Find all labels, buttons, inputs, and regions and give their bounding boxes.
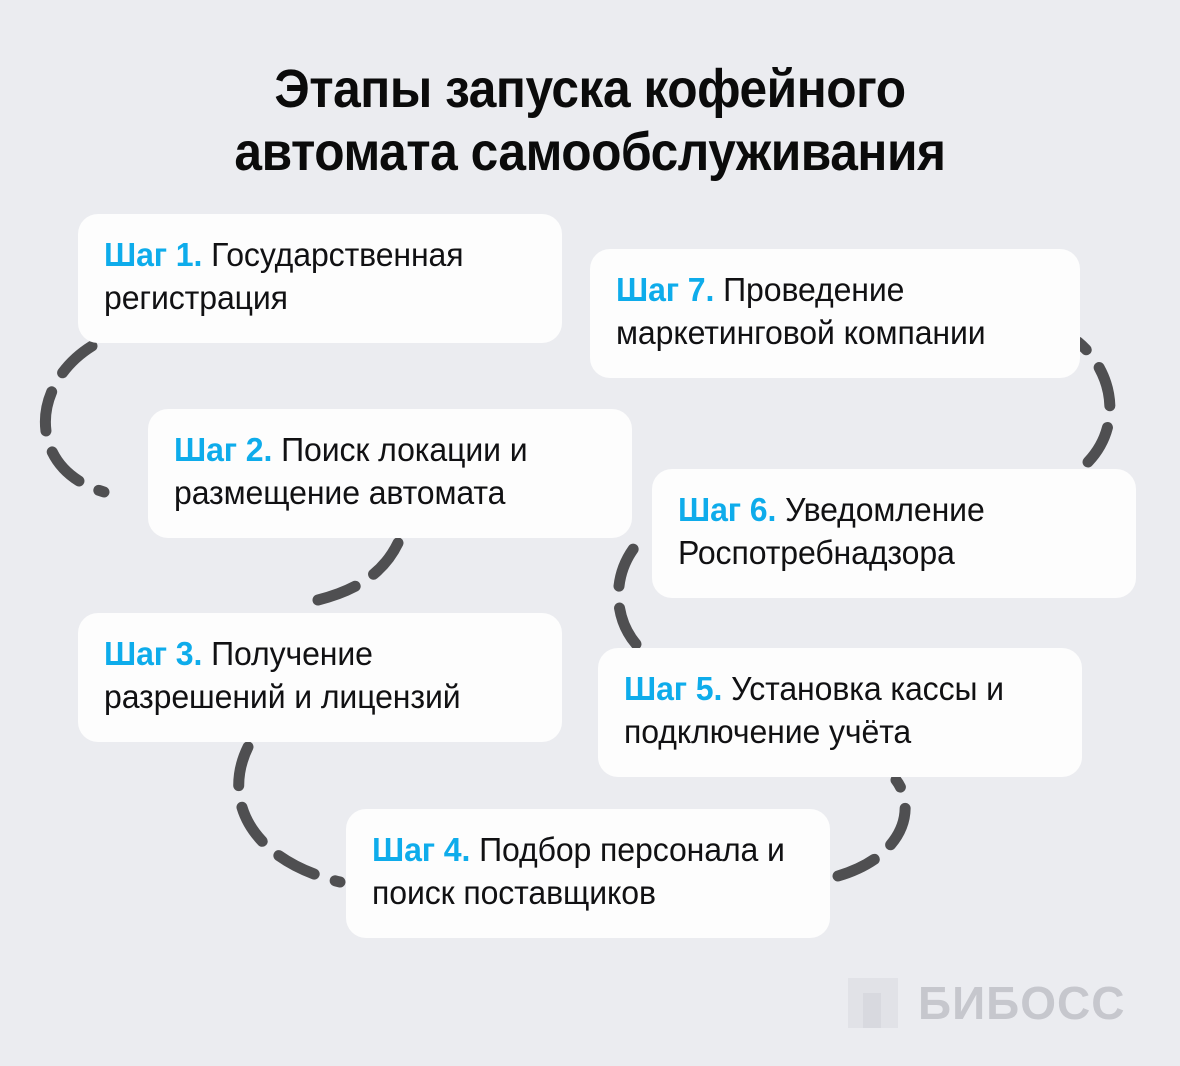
step-card-5[interactable]: Шаг 5. Установка кассы и подключение учё… <box>598 648 1082 777</box>
step-card-6-body: Уведомление Роспотребнадзора <box>678 490 985 571</box>
step-card-5-body: Установка кассы и подключение учёта <box>624 669 1004 750</box>
step-card-4-label: Шаг 4. <box>372 830 471 868</box>
step-card-3-body: Получение разрешений и лицензий <box>104 634 461 715</box>
step-card-1[interactable]: Шаг 1. Государственная регистрация <box>78 214 562 343</box>
brand-logo-text: БИБОСС <box>918 977 1126 1029</box>
step-card-1-label: Шаг 1. <box>104 235 203 273</box>
step-card-4-text: Шаг 4. Подбор персонала и поиск поставщи… <box>372 829 791 915</box>
step-card-2-label: Шаг 2. <box>174 430 273 468</box>
connector-2-to-3 <box>312 537 404 606</box>
step-card-4[interactable]: Шаг 4. Подбор персонала и поиск поставщи… <box>346 809 830 938</box>
step-card-3[interactable]: Шаг 3. Получение разрешений и лицензий <box>78 613 562 742</box>
step-card-3-label: Шаг 3. <box>104 634 203 672</box>
brand-logo: БИБОСС <box>848 978 1125 1028</box>
connector-3-to-4 <box>233 741 346 888</box>
step-card-7-text: Шаг 7. Проведение маркетинговой компании <box>616 269 1041 355</box>
step-card-5-label: Шаг 5. <box>624 669 723 707</box>
step-card-3-text: Шаг 3. Получение разрешений и лицензий <box>104 633 523 719</box>
step-card-7-label: Шаг 7. <box>616 270 715 308</box>
step-card-5-text: Шаг 5. Установка кассы и подключение учё… <box>624 668 1043 754</box>
step-card-6-text: Шаг 6. Уведомление Роспотребнадзора <box>678 489 1097 575</box>
step-card-6-label: Шаг 6. <box>678 490 777 528</box>
connector-5-to-6 <box>613 542 642 650</box>
step-card-4-body: Подбор персонала и поиск поставщиков <box>372 830 785 911</box>
step-card-1-text: Шаг 1. Государственная регистрация <box>104 234 523 320</box>
step-card-7[interactable]: Шаг 7. Проведение маркетинговой компании <box>590 249 1080 378</box>
page-title: Этапы запуска кофейного автомата самообс… <box>234 59 946 182</box>
square-logo-icon <box>848 978 898 1028</box>
connector-6-to-7 <box>1072 336 1116 468</box>
step-card-2-text: Шаг 2. Поиск локации и размещение автома… <box>174 429 593 515</box>
step-card-1-body: Государственная регистрация <box>104 235 464 316</box>
step-card-2-body: Поиск локации и размещение автомата <box>174 430 528 511</box>
connector-1-to-2 <box>40 340 110 498</box>
step-card-2[interactable]: Шаг 2. Поиск локации и размещение автома… <box>148 409 632 538</box>
connector-4-to-5 <box>832 774 911 882</box>
step-card-6[interactable]: Шаг 6. Уведомление Роспотребнадзора <box>652 469 1136 598</box>
step-card-7-body: Проведение маркетинговой компании <box>616 270 986 351</box>
